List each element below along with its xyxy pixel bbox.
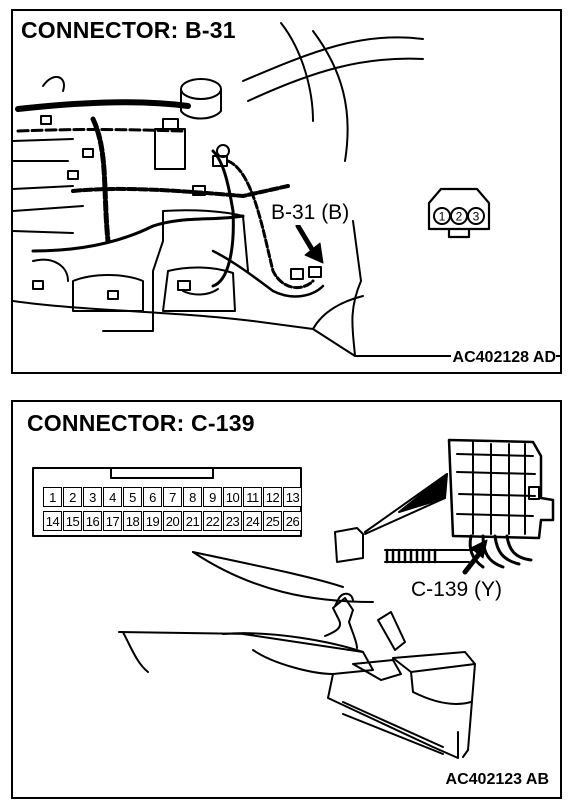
pin-cell: 1 — [43, 487, 62, 507]
pin-cell: 10 — [223, 487, 242, 507]
pin-cell: 12 — [263, 487, 282, 507]
pin-cell: 23 — [223, 511, 242, 531]
connector-callout-label: C-139 (Y) — [411, 578, 503, 601]
pin-cell: 17 — [103, 511, 122, 531]
pin-cell: 15 — [63, 511, 82, 531]
pin-cell: 21 — [183, 511, 202, 531]
pin-cell: 14 — [43, 511, 62, 531]
panel-title: CONNECTOR: C-139 — [27, 410, 255, 436]
pin-cell: 6 — [143, 487, 162, 507]
pin-cell: 9 — [203, 487, 222, 507]
pin-cell: 19 — [143, 511, 162, 531]
pin-cell: 8 — [183, 487, 202, 507]
figure-code: AC402123 AB — [443, 771, 549, 789]
pin-cell: 22 — [203, 511, 222, 531]
pin-cell: 25 — [263, 511, 282, 531]
pin-cell: 3 — [83, 487, 102, 507]
pin-cell: 26 — [283, 511, 302, 531]
pin-cell: 7 — [163, 487, 182, 507]
engine-bay-illustration — [13, 22, 560, 357]
pin-cell: 24 — [243, 511, 262, 531]
pin-cell: 11 — [243, 487, 262, 507]
console-illustration — [32, 438, 555, 759]
pin-cell: 18 — [123, 511, 142, 531]
pin-cell: 2 — [63, 487, 82, 507]
connector-b31-panel: CONNECTOR: B-31 B-31 (B) 1 2 3 AC402128 … — [11, 9, 562, 374]
pin-cell: 20 — [163, 511, 182, 531]
pin-cell: 5 — [123, 487, 142, 507]
pin-cell: 13 — [283, 487, 302, 507]
pin-cell: 16 — [83, 511, 102, 531]
figure-code: AC402128 AD — [450, 349, 556, 367]
pin-cell: 4 — [103, 487, 122, 507]
panel-title: CONNECTOR: B-31 — [21, 17, 240, 43]
connector-callout-label: B-31 (B) — [269, 201, 352, 225]
